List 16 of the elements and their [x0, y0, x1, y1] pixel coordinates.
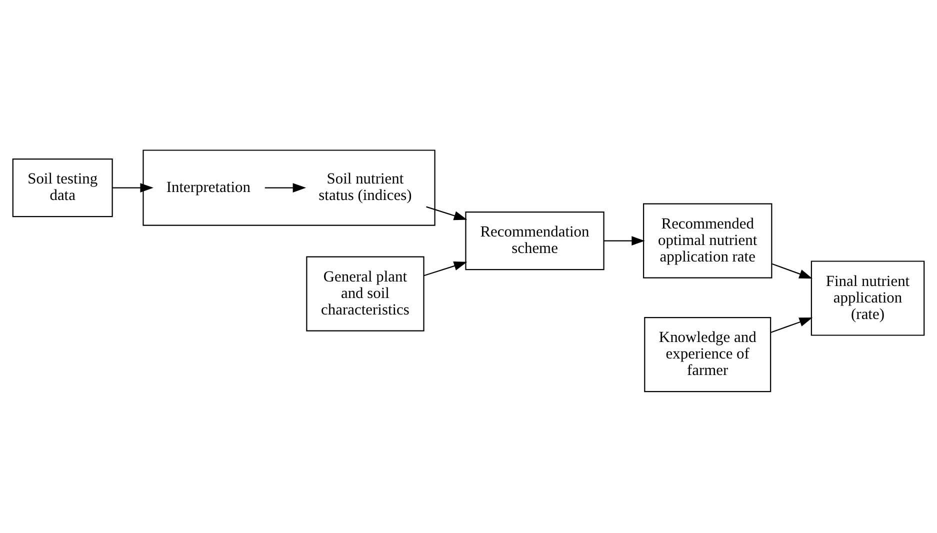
- node-box: Soil testing data: [12, 158, 113, 218]
- arrow: [770, 318, 813, 333]
- node-box: Recommendation scheme: [465, 212, 604, 270]
- arrow: [264, 183, 306, 192]
- node-text: Interpretation: [166, 178, 250, 196]
- node-box: Recommended optimal nutrient application rate: [643, 203, 772, 278]
- arrow: [424, 261, 468, 276]
- arrow: [112, 183, 154, 192]
- node-box: Knowledge and experience of farmer: [644, 317, 772, 392]
- arrow: [772, 263, 813, 279]
- arrow: [426, 206, 468, 220]
- cluster: [142, 150, 436, 226]
- node-box: General plant and soil characteristics: [306, 256, 424, 332]
- arrow: [604, 236, 645, 246]
- node-box: Final nutrient application (rate): [810, 260, 925, 336]
- node-text: Soil nutrient status (indices): [318, 170, 412, 204]
